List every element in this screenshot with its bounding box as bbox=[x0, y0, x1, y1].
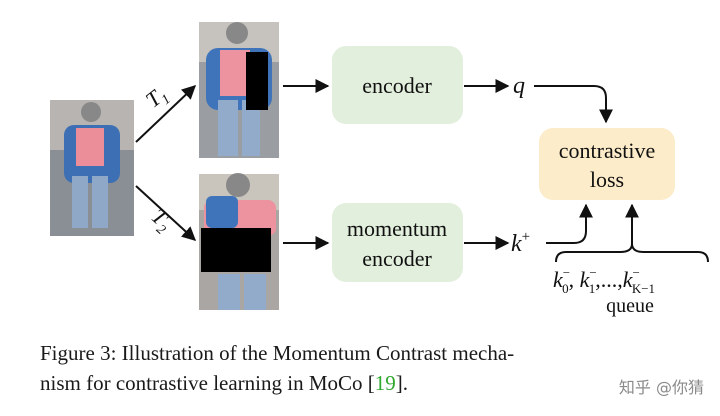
query-label: q bbox=[513, 73, 525, 99]
encoder-box: encoder bbox=[332, 46, 463, 124]
positive-key-label: k+ bbox=[511, 229, 530, 257]
arrow-kplus-loss bbox=[546, 203, 593, 244]
figure-caption: Figure 3: Illustration of the Momentum C… bbox=[40, 338, 708, 398]
arrow-t2 bbox=[135, 185, 197, 241]
arrow-q-loss bbox=[534, 85, 613, 124]
momentum-label: momentum bbox=[347, 216, 447, 241]
moco-diagram: T1 T2 encoder momentum encoder q k+ cont… bbox=[50, 22, 709, 317]
contrastive-label: contrastive bbox=[559, 138, 656, 163]
arrow-t1 bbox=[135, 85, 197, 143]
loss-label: loss bbox=[590, 167, 624, 192]
caption-line-2: nism for contrastive learning in MoCo [1… bbox=[40, 368, 708, 398]
encoder-label: encoder bbox=[362, 73, 432, 98]
augmented-view-1 bbox=[199, 22, 279, 158]
augmented-view-2 bbox=[199, 173, 279, 310]
contrastive-loss-box: contrastive loss bbox=[539, 128, 675, 200]
negative-keys: k−0, k−1,...,k−K−1 bbox=[553, 265, 655, 296]
input-image bbox=[50, 100, 134, 236]
momentum-encoder-box: momentum encoder bbox=[332, 203, 463, 282]
watermark: 知乎 @你猜 bbox=[618, 378, 704, 397]
citation-link[interactable]: 19 bbox=[374, 371, 396, 395]
momentum-encoder-label: encoder bbox=[362, 246, 432, 271]
queue-brace bbox=[555, 243, 709, 263]
caption-line-2-text: nism for contrastive learning in MoCo [ bbox=[40, 371, 375, 395]
queue-label: queue bbox=[606, 295, 654, 317]
caption-line-1: Figure 3: Illustration of the Momentum C… bbox=[40, 341, 515, 365]
caption-line-2-end: ]. bbox=[395, 371, 409, 395]
